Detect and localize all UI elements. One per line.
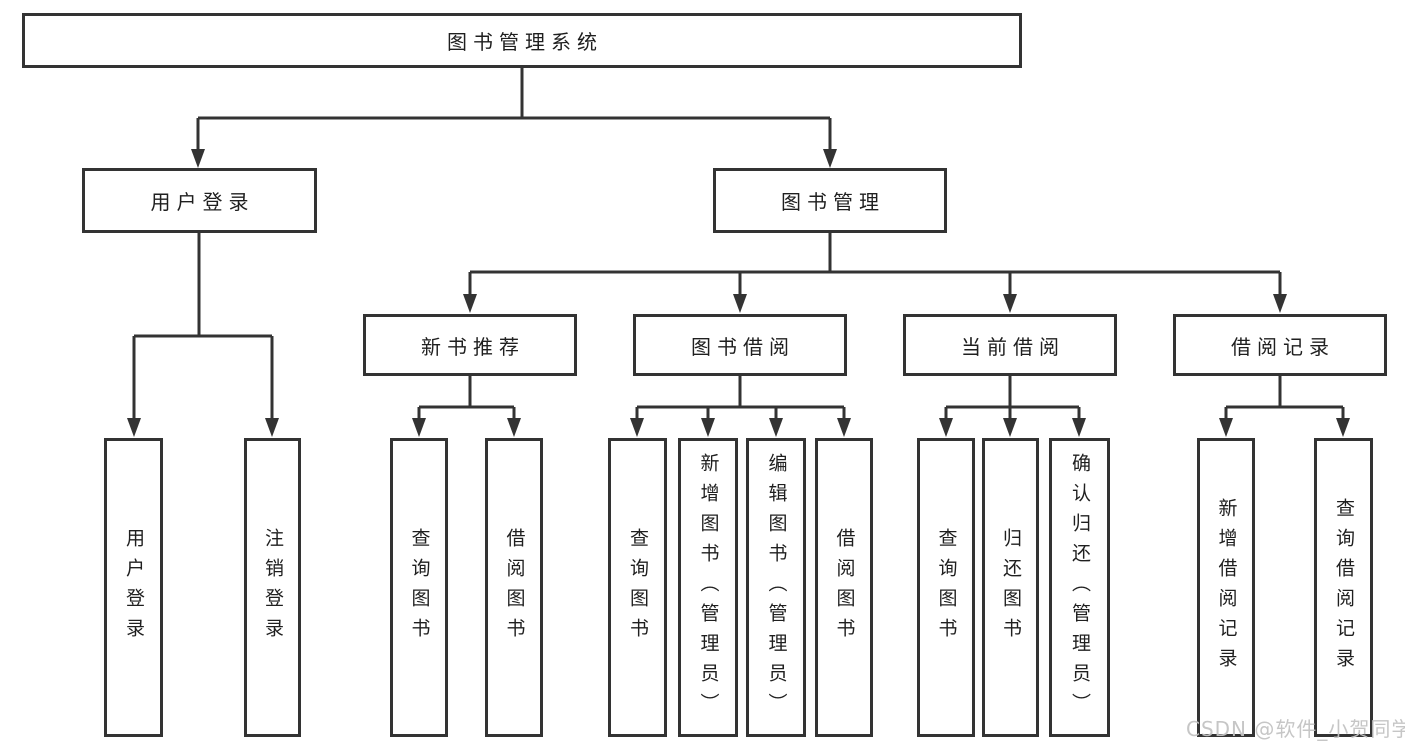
leaf-query-books-borrow: 查询图书 (608, 438, 667, 737)
leaf-logout: 注销登录 (244, 438, 301, 737)
node-book-borrow: 图书借阅 (633, 314, 847, 376)
node-borrow-records: 借阅记录 (1173, 314, 1387, 376)
leaf-add-borrow-record: 新增借阅记录 (1197, 438, 1255, 737)
leaf-query-books-current: 查询图书 (917, 438, 975, 737)
leaf-borrow-books-recommend: 借阅图书 (485, 438, 543, 737)
node-current-borrow: 当前借阅 (903, 314, 1117, 376)
node-user-login: 用户登录 (82, 168, 317, 233)
leaf-add-books-admin: 新增图书（管理员） (678, 438, 738, 737)
csdn-watermark: CSDN @软件_小贺同学 (1186, 717, 1405, 741)
leaf-edit-books-admin: 编辑图书（管理员） (746, 438, 806, 737)
edges (132, 68, 1345, 420)
node-book-management: 图书管理 (713, 168, 947, 233)
node-new-book-recommend: 新书推荐 (363, 314, 577, 376)
leaf-confirm-return-admin: 确认归还（管理员） (1049, 438, 1110, 737)
arrowheads (127, 149, 1350, 437)
leaf-query-books-recommend: 查询图书 (390, 438, 448, 737)
node-system-root: 图书管理系统 (22, 13, 1022, 68)
leaf-query-borrow-record: 查询借阅记录 (1314, 438, 1373, 737)
leaf-borrow-books: 借阅图书 (815, 438, 873, 737)
leaf-return-books: 归还图书 (982, 438, 1039, 737)
leaf-user-login: 用户登录 (104, 438, 163, 737)
